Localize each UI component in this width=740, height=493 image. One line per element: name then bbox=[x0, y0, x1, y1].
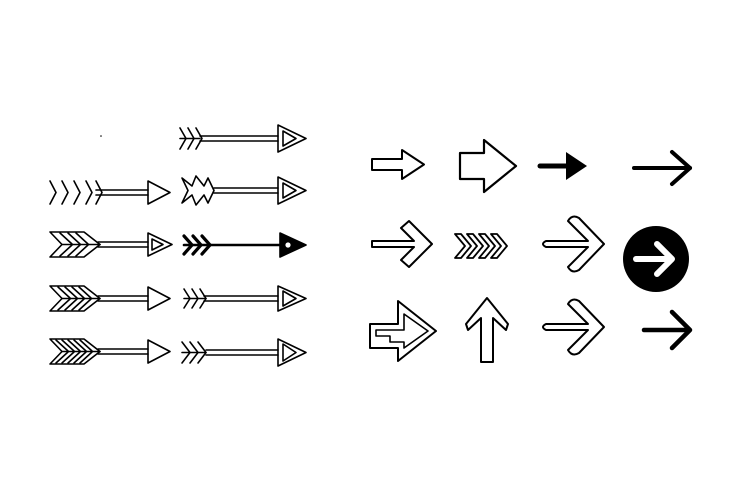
circle-arrow-icon bbox=[623, 226, 689, 292]
outline-arrow-icon bbox=[542, 298, 605, 356]
chevron-stack-icon bbox=[454, 233, 508, 259]
feathered-arrow-icon bbox=[49, 231, 173, 258]
outline-arrow-icon bbox=[458, 138, 518, 194]
feathered-arrow-icon bbox=[49, 338, 171, 365]
feathered-arrow-icon bbox=[49, 285, 171, 312]
outline-arrow-icon bbox=[542, 215, 605, 273]
outline-arrow-icon bbox=[371, 149, 425, 180]
solid-arrow-icon bbox=[641, 309, 693, 351]
chevron-fletched-arrow-icon bbox=[182, 232, 307, 258]
outline-arrow-icon bbox=[371, 220, 433, 268]
tribal-arrow-icon bbox=[181, 175, 307, 206]
solid-arrow-icon bbox=[537, 152, 587, 180]
chevron-fletched-arrow-icon bbox=[179, 124, 307, 153]
fletched-arrow-icon bbox=[49, 180, 171, 205]
chevron-fletched-arrow-icon bbox=[183, 285, 307, 312]
outline-arrow-icon bbox=[369, 300, 437, 362]
solid-arrow-icon bbox=[632, 150, 692, 186]
chevron-fletched-arrow-icon bbox=[181, 338, 307, 367]
ink-dot bbox=[100, 135, 102, 137]
up-arrow-icon bbox=[465, 297, 509, 363]
